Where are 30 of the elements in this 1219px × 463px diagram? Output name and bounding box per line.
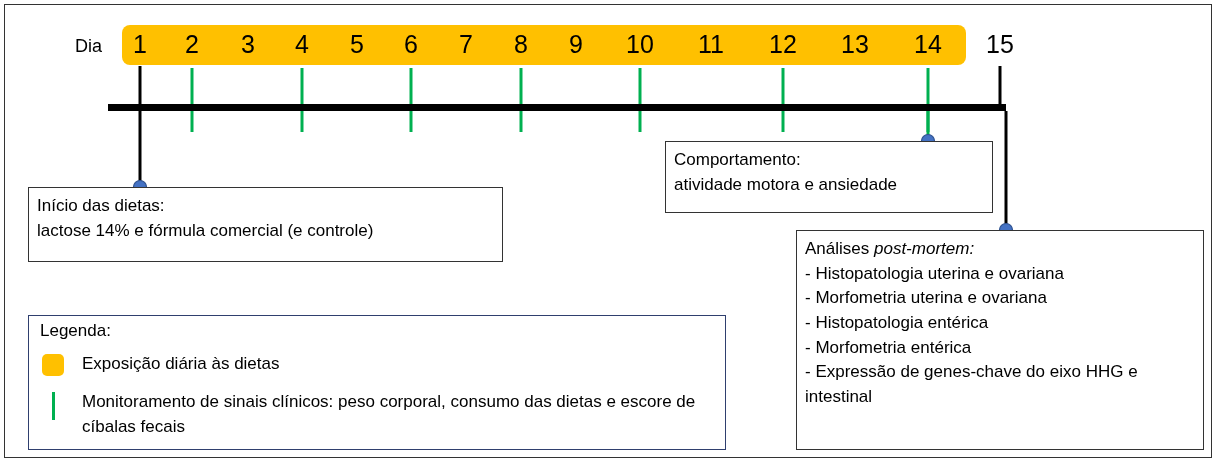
day-number: 11 [697,32,725,57]
legend-text: Exposição diária às dietas [82,353,281,375]
day-number: 2 [184,32,200,57]
box-text: atividade motora e ansiedade [674,173,899,196]
day-number: 5 [349,32,365,57]
box-text: - Morfometria entérica [805,336,973,359]
day-number: 7 [458,32,474,57]
day-number: 1 [132,32,148,57]
day-number: 4 [294,32,310,57]
day-number: 3 [240,32,256,57]
day-number: 9 [568,32,584,57]
day-number: 13 [840,32,870,57]
legend-text: Monitoramento de sinais clínicos: peso corporal, consumo das dietas e escore de cíbalas fecais [82,391,697,438]
day-number: 8 [513,32,529,57]
box-heading: Comportamento: [674,149,802,171]
axis-label: Dia [75,37,102,55]
box-heading: Análises post-mortem: [805,238,976,260]
legend-title: Legenda: [40,322,111,339]
box-text: - Histopatologia uterina e ovariana [805,262,1065,285]
day-number: 6 [403,32,419,57]
timeline-axis [108,104,1006,111]
box-text: - Expressão de genes-chave do eixo HHG e intestinal [805,361,1139,408]
day-number: 14 [913,32,943,57]
day-number: 12 [768,32,798,57]
box-text: - Morfometria uterina e ovariana [805,287,1048,310]
box-heading: Início das dietas: [37,195,166,217]
day-number: 10 [625,32,655,57]
box-text: - Histopatologia entérica [805,311,990,334]
day-number: 15 [985,32,1015,57]
box-text: lactose 14% e fórmula comercial (e controle) [37,219,375,242]
